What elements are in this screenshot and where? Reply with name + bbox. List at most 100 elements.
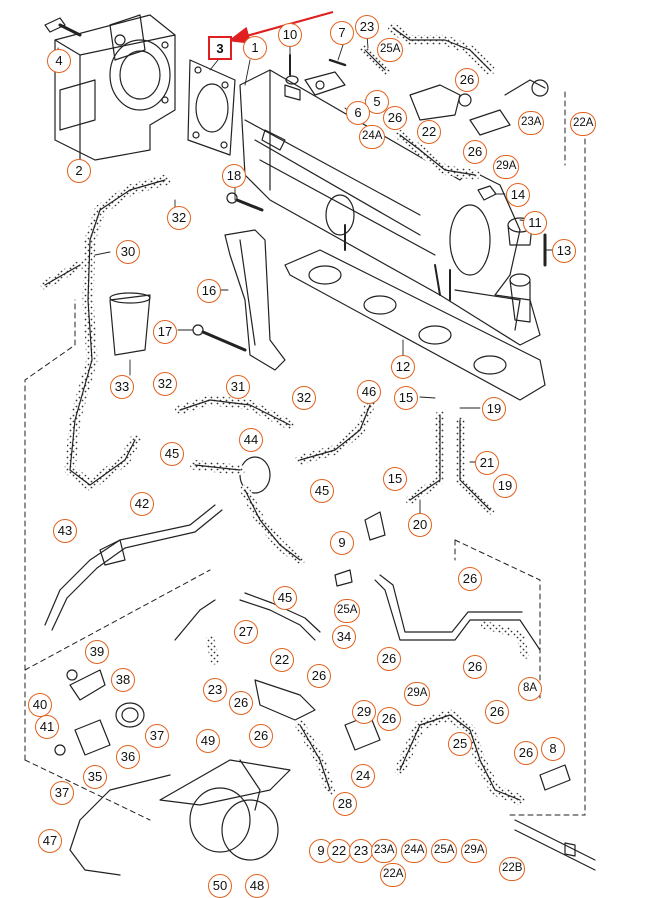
callout-43[interactable]: 43 (53, 519, 77, 543)
callout-23a[interactable]: 23 (355, 15, 379, 39)
callout-26h[interactable]: 26 (307, 664, 331, 688)
callout-26d[interactable]: 26 (458, 567, 482, 591)
callout-24b[interactable]: 24 (351, 764, 375, 788)
callout-14[interactable]: 14 (506, 183, 530, 207)
callout-30[interactable]: 30 (116, 240, 140, 264)
tube-34 (239, 592, 321, 641)
callout-29a[interactable]: 29A (493, 155, 520, 179)
callout-27[interactable]: 27 (234, 620, 258, 644)
hose-21 (455, 415, 495, 515)
callout-41[interactable]: 41 (35, 715, 59, 739)
callout-22b-lines[interactable]: 22B (499, 857, 526, 881)
callout-50[interactable]: 50 (208, 874, 232, 898)
callout-3[interactable]: 3 (208, 36, 232, 60)
bracket-38 (66, 669, 106, 701)
callout-20[interactable]: 20 (408, 513, 432, 537)
callout-10[interactable]: 10 (278, 23, 302, 47)
kit-callout-25a[interactable]: 25A (431, 839, 458, 863)
callout-26a[interactable]: 26 (455, 68, 479, 92)
callout-32a[interactable]: 32 (167, 206, 191, 230)
filter-35 (54, 719, 111, 756)
kit-callout-23[interactable]: 23 (349, 839, 373, 863)
kit-callout-24a[interactable]: 24A (401, 839, 428, 863)
callout-26f[interactable]: 26 (463, 655, 487, 679)
callout-29a-low[interactable]: 29A (404, 682, 431, 706)
kit-callout-22a[interactable]: 22A (380, 863, 407, 887)
callout-19b[interactable]: 19 (493, 474, 517, 498)
callout-26g[interactable]: 26 (485, 700, 509, 724)
callout-39[interactable]: 39 (85, 640, 109, 664)
callout-48[interactable]: 48 (245, 874, 269, 898)
callout-44[interactable]: 44 (239, 428, 263, 452)
callout-42[interactable]: 42 (130, 492, 154, 516)
callout-40[interactable]: 40 (28, 693, 52, 717)
callout-26e[interactable]: 26 (377, 647, 401, 671)
callout-4[interactable]: 4 (47, 49, 71, 73)
callout-26b[interactable]: 26 (383, 106, 407, 130)
callout-12[interactable]: 12 (391, 355, 415, 379)
callout-25[interactable]: 25 (448, 732, 472, 756)
callout-25a-top[interactable]: 25A (377, 38, 404, 62)
callout-13[interactable]: 13 (552, 239, 576, 263)
callout-34[interactable]: 34 (332, 625, 356, 649)
callout-22a[interactable]: 22 (417, 120, 441, 144)
callout-22a-side[interactable]: 22A (570, 112, 597, 136)
callout-2[interactable]: 2 (67, 159, 91, 183)
callout-24a[interactable]: 24A (359, 125, 386, 149)
pipe-47 (69, 774, 171, 876)
kit-callout-29a[interactable]: 29A (461, 839, 488, 863)
callout-49[interactable]: 49 (196, 729, 220, 753)
callout-1[interactable]: 1 (243, 36, 267, 60)
callout-37a[interactable]: 37 (145, 724, 169, 748)
callout-26k[interactable]: 26 (377, 707, 401, 731)
kit-callout-23a[interactable]: 23A (371, 839, 398, 863)
callout-47[interactable]: 47 (38, 829, 62, 853)
callout-26j[interactable]: 26 (249, 724, 273, 748)
callout-28[interactable]: 28 (333, 792, 357, 816)
callout-9[interactable]: 9 (330, 531, 354, 555)
group-frames (24, 91, 586, 821)
callout-7[interactable]: 7 (330, 21, 354, 45)
hose-20 (405, 410, 445, 505)
callout-37b[interactable]: 37 (50, 781, 74, 805)
callout-21[interactable]: 21 (475, 451, 499, 475)
callout-35[interactable]: 35 (83, 765, 107, 789)
callout-33[interactable]: 33 (110, 375, 134, 399)
callout-8a[interactable]: 8A (518, 677, 542, 701)
callout-17[interactable]: 17 (153, 320, 177, 344)
callout-26i[interactable]: 26 (229, 691, 253, 715)
pcv-connector-10 (284, 54, 301, 101)
callout-16[interactable]: 16 (197, 279, 221, 303)
valve-44 (190, 456, 305, 565)
callout-36[interactable]: 36 (116, 745, 140, 769)
callout-26l[interactable]: 26 (514, 741, 538, 765)
callout-32b[interactable]: 32 (153, 372, 177, 396)
callout-15b[interactable]: 15 (383, 467, 407, 491)
callout-45b[interactable]: 45 (310, 479, 334, 503)
callout-18[interactable]: 18 (222, 164, 246, 188)
canister-48 (189, 787, 279, 861)
callout-22b[interactable]: 22 (270, 648, 294, 672)
callout-23c[interactable]: 23 (203, 678, 227, 702)
lines-22b (514, 819, 596, 871)
callout-29[interactable]: 29 (352, 700, 376, 724)
kit-callout-22[interactable]: 22 (327, 839, 351, 863)
callout-32c[interactable]: 32 (292, 386, 316, 410)
callout-26c[interactable]: 26 (463, 140, 487, 164)
callout-19a[interactable]: 19 (482, 397, 506, 421)
callout-23b[interactable]: 23A (518, 111, 545, 135)
callout-11[interactable]: 11 (523, 211, 547, 235)
bolt-4 (44, 17, 82, 37)
callout-38[interactable]: 38 (111, 668, 135, 692)
callout-31[interactable]: 31 (226, 375, 250, 399)
callout-8[interactable]: 8 (541, 737, 565, 761)
hose-30 (40, 174, 171, 491)
callout-25a-low[interactable]: 25A (334, 599, 361, 623)
callout-45a[interactable]: 45 (160, 442, 184, 466)
callout-6[interactable]: 6 (346, 101, 370, 125)
callout-45c[interactable]: 45 (273, 586, 297, 610)
callout-15a[interactable]: 15 (394, 386, 418, 410)
flange-6 (304, 58, 347, 96)
hose-25 (394, 709, 526, 806)
callout-46[interactable]: 46 (357, 380, 381, 404)
